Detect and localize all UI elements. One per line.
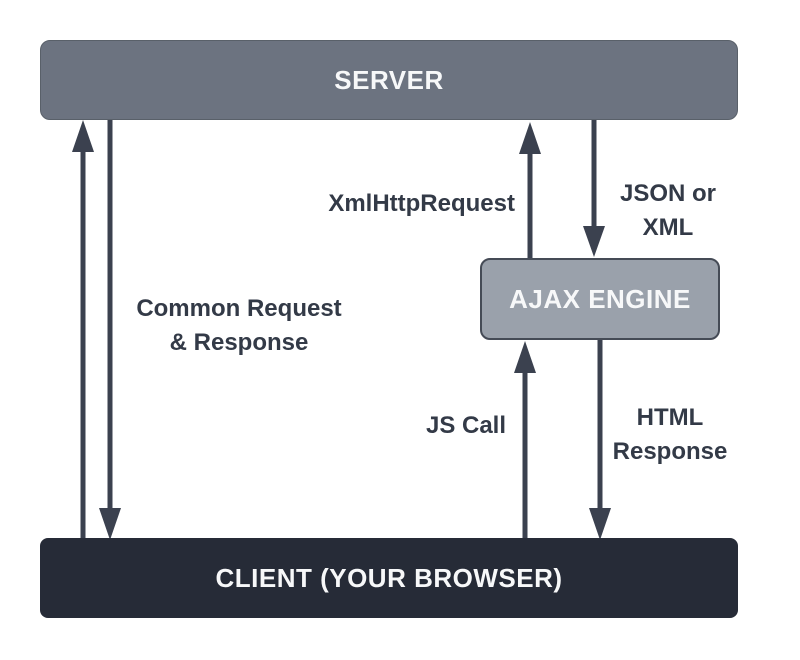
client-node: CLIENT (YOUR BROWSER) [40,538,738,618]
js-call-label: JS Call [425,412,507,439]
ajax-engine-node: AJAX ENGINE [480,258,720,340]
ajax-engine-node-label: AJAX ENGINE [509,283,691,314]
arrowhead-up-icon [72,120,94,152]
server-node-label: SERVER [334,64,444,95]
json-or-xml-label: JSON or XML [619,180,717,241]
common-request-response-label: Common Request & Response [136,295,342,356]
arrowhead-down-icon [589,508,611,540]
client-node-label: CLIENT (YOUR BROWSER) [215,562,563,593]
arrowhead-up-icon [519,122,541,154]
arrowhead-up-icon [514,341,536,373]
xml-http-request-label: XmlHttpRequest [328,190,515,217]
server-node: SERVER [40,40,738,120]
html-response-label: HTML Response [612,404,728,465]
arrow-ajax-to-server [519,122,541,258]
arrowhead-down-icon [99,508,121,540]
arrow-client-to-server [72,120,94,545]
